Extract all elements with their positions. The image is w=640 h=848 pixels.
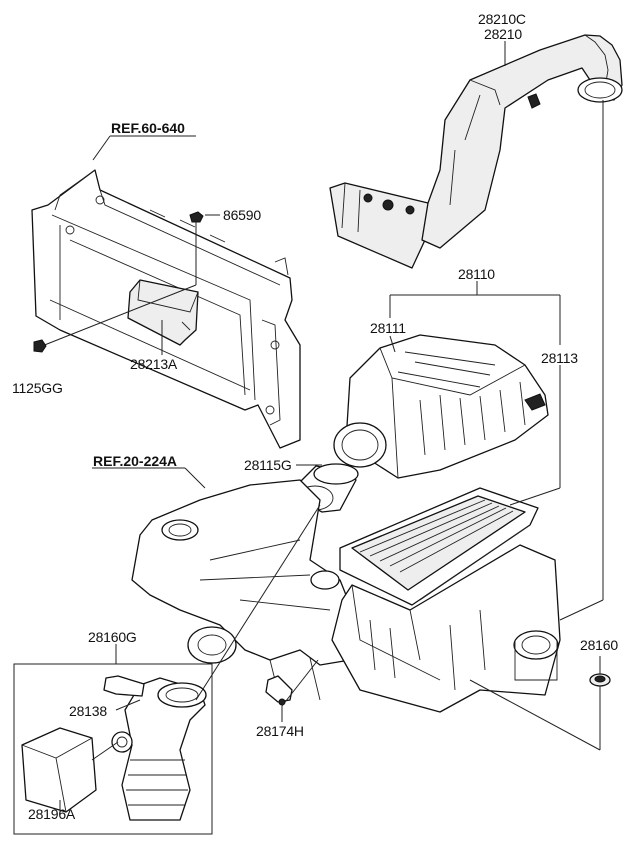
label-28196a: 28196A: [28, 806, 76, 822]
breather-hose-inset: [13, 644, 213, 835]
air-intake-duct[interactable]: [329, 34, 623, 269]
label-28210c: 28210C: [478, 11, 526, 27]
air-cleaner-cover[interactable]: [333, 334, 549, 479]
air-filter-element[interactable]: [339, 487, 539, 606]
label-28113: 28113: [541, 350, 578, 366]
label-86590: 86590: [223, 207, 261, 223]
label-28110: 28110: [458, 266, 495, 282]
label-28115g: 28115G: [244, 457, 292, 473]
intake-manifold[interactable]: [131, 479, 361, 701]
filter-28196a[interactable]: [21, 727, 97, 813]
label-28213a: 28213A: [130, 356, 178, 372]
bracket-28174h[interactable]: [265, 675, 293, 706]
grommet-28160[interactable]: [589, 673, 611, 687]
label-28210: 28210: [484, 26, 522, 42]
label-28160g: 28160G: [88, 629, 137, 645]
air-guide-28213a[interactable]: [127, 279, 199, 346]
resonator-hose-28138[interactable]: [103, 675, 207, 821]
bolt-86590[interactable]: [189, 211, 204, 285]
label-28138: 28138: [69, 703, 107, 719]
label-28111: 28111: [370, 320, 406, 336]
bolt-1125gg[interactable]: [33, 284, 197, 353]
label-1125gg: 1125GG: [12, 380, 63, 396]
air-cleaner-body[interactable]: [331, 544, 561, 713]
ref-label-60-640[interactable]: REF.60-640: [111, 120, 185, 136]
leader-lines: [59, 41, 604, 815]
label-28160: 28160: [580, 637, 618, 653]
label-28174h: 28174H: [256, 723, 304, 739]
ref-label-20-224a[interactable]: REF.20-224A: [93, 453, 178, 469]
